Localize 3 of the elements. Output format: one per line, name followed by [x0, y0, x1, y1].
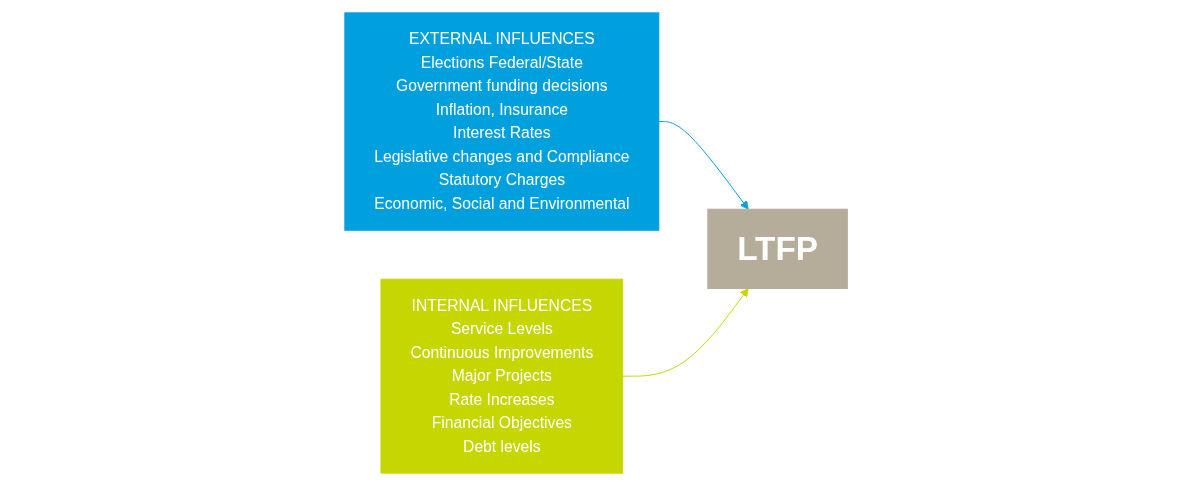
- node-box: LTFP: [707, 208, 848, 289]
- node-box: EXTERNAL INFLUENCES Elections Federal/State Government funding decisions Inflation, Insurance Interest Rates Legislative changes and Compliance Statutory Charges Economic, Social and Environmental: [344, 12, 660, 231]
- node-box: INTERNAL INFLUENCES Service Levels Continuous Improvements Major Projects Rate Increases Financial Objectives Debt levels: [380, 278, 624, 474]
